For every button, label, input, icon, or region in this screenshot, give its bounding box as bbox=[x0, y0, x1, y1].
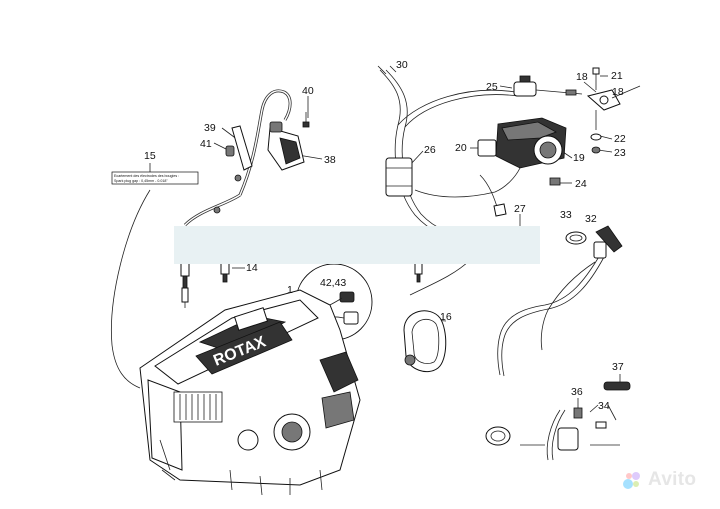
callout-1: 1 bbox=[287, 284, 293, 296]
callout-40: 40 bbox=[302, 85, 314, 97]
washer-23 bbox=[591, 146, 601, 154]
callout-22: 22 bbox=[614, 133, 626, 145]
engine-block: ROTAX bbox=[139, 289, 361, 496]
pipe-37 bbox=[603, 381, 631, 391]
harness-connector bbox=[385, 157, 413, 197]
washer-22 bbox=[590, 133, 602, 141]
callout-26: 26 bbox=[424, 144, 436, 156]
bolt-21 bbox=[592, 67, 600, 90]
callout-18-top: 18 bbox=[576, 71, 588, 83]
fitting-34 bbox=[595, 421, 607, 429]
callout-19: 19 bbox=[573, 152, 585, 164]
lead-cable-left bbox=[111, 189, 151, 389]
callout-36: 36 bbox=[571, 386, 583, 398]
ignition-coil bbox=[267, 121, 305, 171]
hose-clamp bbox=[485, 426, 511, 446]
spark-plug-right bbox=[414, 261, 423, 283]
redaction-band bbox=[174, 226, 540, 264]
callout-39: 39 bbox=[204, 122, 216, 134]
callout-37: 37 bbox=[612, 361, 624, 373]
callout-25: 25 bbox=[486, 81, 498, 93]
callout-21: 21 bbox=[611, 70, 623, 82]
fitting-36 bbox=[573, 407, 583, 419]
callout-41: 41 bbox=[200, 138, 212, 150]
sensor-25 bbox=[513, 75, 583, 97]
ignition-module bbox=[477, 117, 567, 169]
watermark-text: Avito bbox=[648, 469, 697, 490]
callout-33: 33 bbox=[560, 209, 572, 221]
callout-partial-top: 30 bbox=[396, 59, 408, 71]
grommet-33 bbox=[565, 231, 587, 245]
oil-tank-cap bbox=[403, 310, 447, 372]
callout-34: 34 bbox=[598, 400, 610, 412]
spark-plug-gap-line-2: Spark plug gap : 0,45mm - 0.018" bbox=[114, 179, 168, 183]
callout-32: 32 bbox=[585, 213, 597, 225]
callout-42-43: 42,43 bbox=[320, 277, 346, 289]
callout-38: 38 bbox=[324, 154, 336, 166]
callout-numbers: 30 40 39 41 38 15 26 25 18 21 18 20 19 2… bbox=[144, 59, 626, 412]
spark-plug-gap-line-1: Ecartement des électrodes des bougies : bbox=[114, 174, 179, 178]
callout-16: 16 bbox=[440, 311, 452, 323]
bolt-24 bbox=[549, 177, 561, 186]
watermark: Avito bbox=[622, 469, 697, 490]
spark-plug-mid bbox=[220, 261, 230, 283]
bushing bbox=[225, 145, 235, 157]
callout-23: 23 bbox=[614, 147, 626, 159]
callout-24: 24 bbox=[575, 178, 587, 190]
bracket bbox=[231, 125, 253, 171]
screw bbox=[302, 121, 310, 128]
throttle-cable bbox=[497, 254, 601, 376]
callout-14: 14 bbox=[246, 262, 258, 274]
lever-18 bbox=[586, 85, 641, 111]
callout-20: 20 bbox=[455, 142, 467, 154]
cooling-grille bbox=[173, 391, 223, 423]
avito-logo-icon bbox=[623, 472, 640, 489]
callout-18-right: 18 bbox=[612, 86, 624, 98]
spark-plug-gap-note: Ecartement des électrodes des bougies : … bbox=[111, 171, 199, 185]
callout-27: 27 bbox=[514, 203, 526, 215]
rotax-logo-band bbox=[195, 321, 293, 375]
spark-plug-left bbox=[180, 261, 190, 308]
throttle-lever bbox=[593, 225, 623, 259]
callout-15: 15 bbox=[144, 150, 156, 162]
